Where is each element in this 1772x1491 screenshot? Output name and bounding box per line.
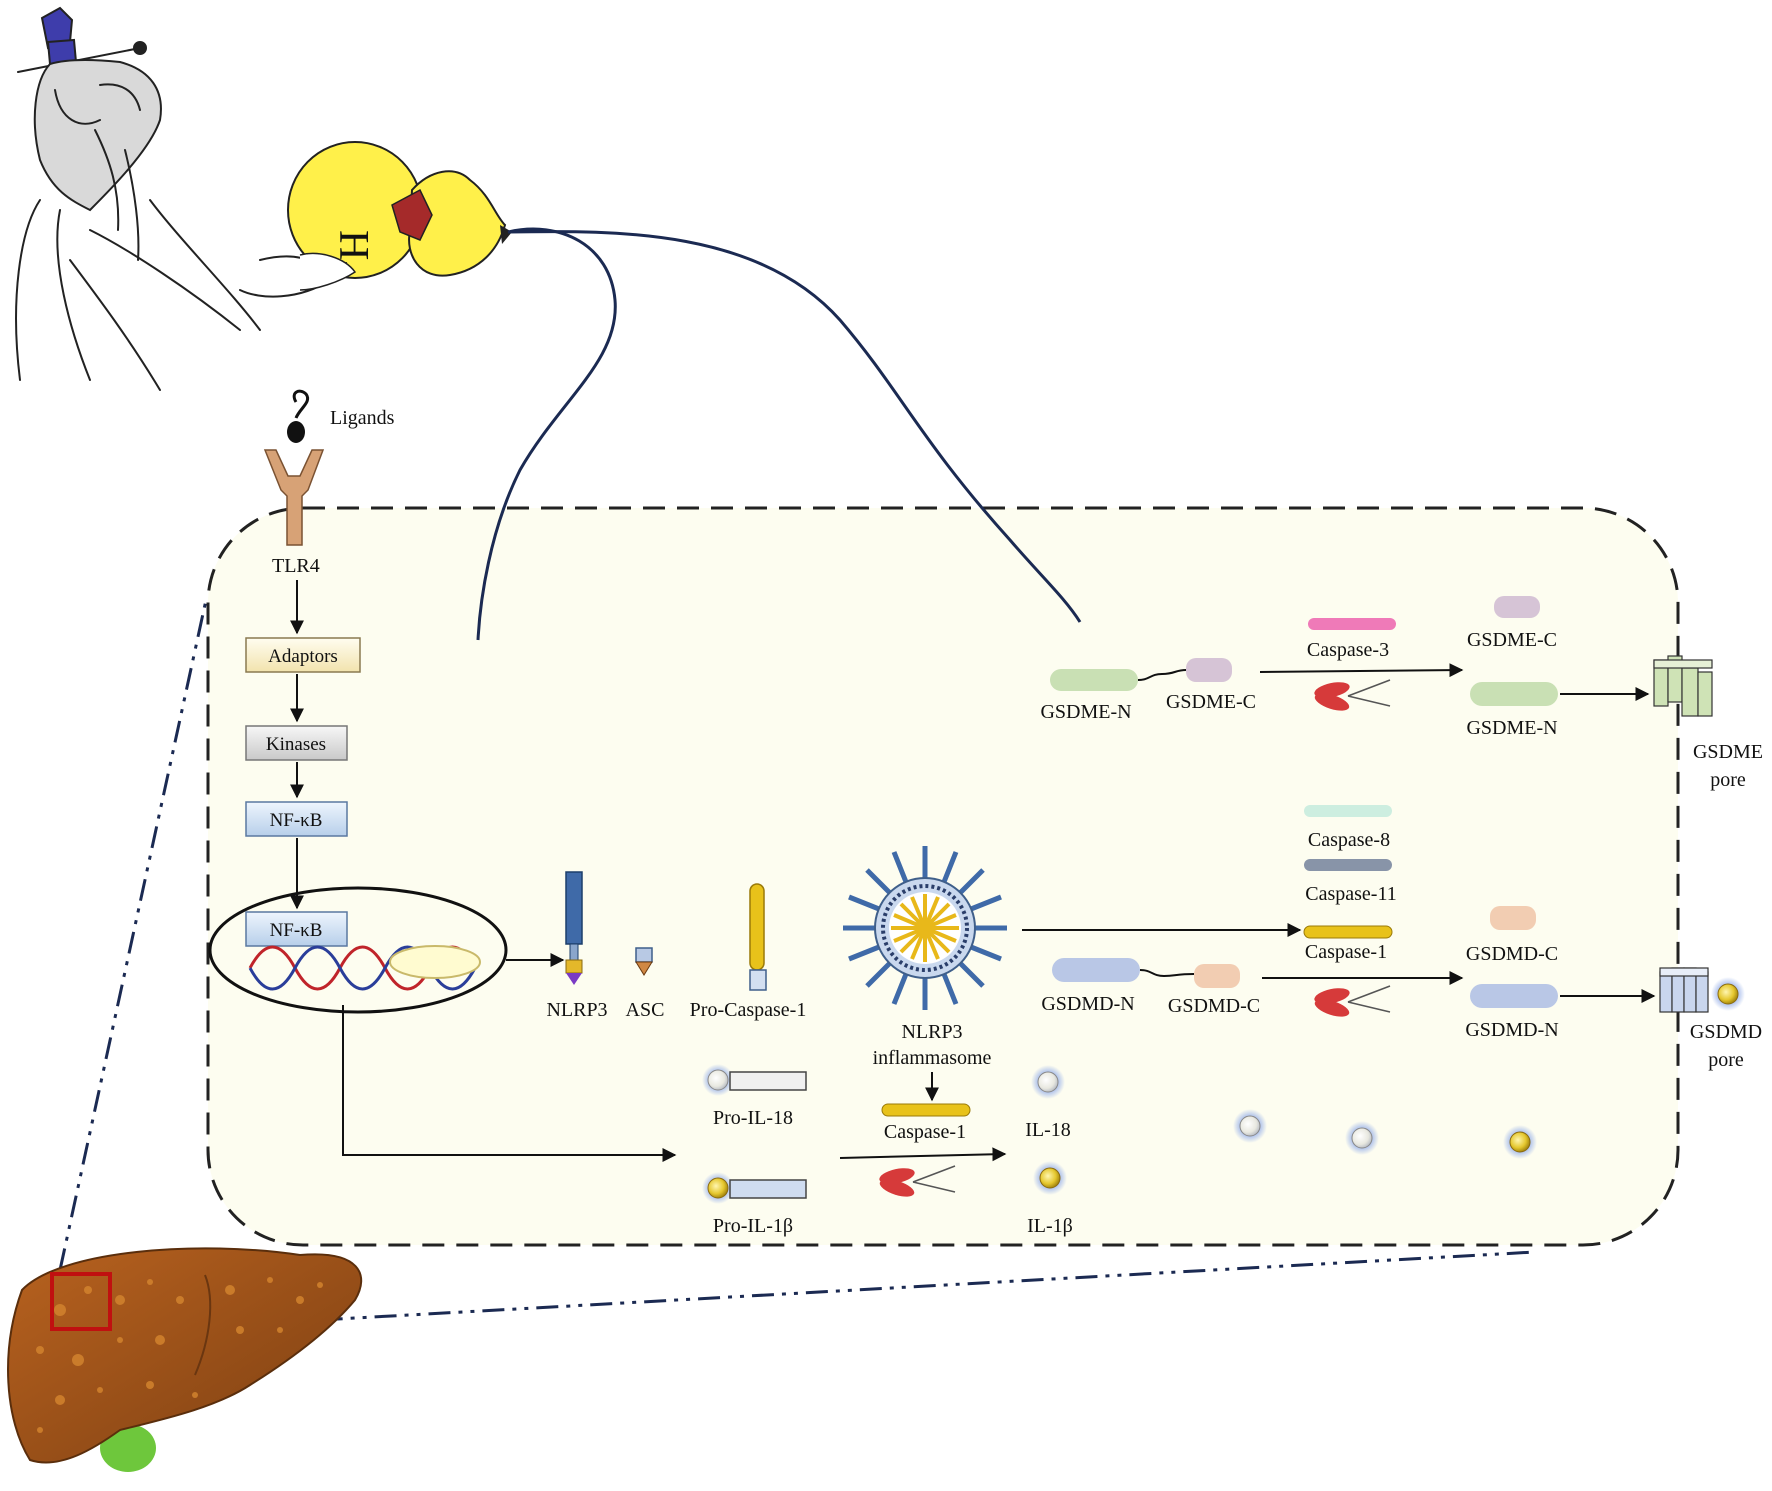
gsdme-c-right-label: GSDME-C [1467, 629, 1557, 651]
released-il18-ball [1239, 1115, 1261, 1137]
pro-caspase1-label: Pro-Caspase-1 [690, 999, 807, 1021]
released-il1b-ball [1717, 983, 1739, 1005]
caspase11-bar [1304, 859, 1392, 871]
caspase1-lower-label: Caspase-1 [884, 1121, 966, 1143]
nfkb-label-2: NF-κB [270, 920, 323, 941]
nlrp3-icon [565, 871, 583, 985]
gsdmd-n-left-bar [1052, 958, 1140, 982]
gsdmd-n-left-label: GSDMD-N [1041, 993, 1134, 1015]
kinases-box [245, 725, 348, 761]
gsdme-c-right-bar [1494, 596, 1540, 618]
h2-delivery-hose [476, 227, 617, 641]
pro-caspase1-icon [749, 883, 767, 991]
nfkb-box-nucleus [245, 911, 348, 947]
gsdme-n-left-bar [1050, 669, 1138, 691]
pro-il1b-bar [729, 1179, 807, 1199]
nfkb-box-cytoplasm [245, 801, 348, 837]
h2-delivery-hose-2 [507, 230, 1082, 623]
gsdmd-pore-icon [1659, 967, 1709, 1013]
liver-icon [7, 1247, 363, 1472]
inflammasome-icon [843, 846, 1007, 1010]
caspase8-bar [1304, 805, 1392, 817]
gsdme-n-left-label: GSDME-N [1040, 701, 1131, 723]
released-il18-ball [1351, 1127, 1373, 1149]
il1b-label: IL-1β [1027, 1215, 1073, 1237]
released-il1b-ball [1509, 1131, 1531, 1153]
il18-label: IL-18 [1025, 1119, 1071, 1141]
cell-boundary [206, 506, 1680, 1247]
asc-label: ASC [626, 999, 665, 1021]
adaptors-box [245, 637, 361, 673]
liver-zoom-box [50, 1272, 112, 1331]
pro-il18-label: Pro-IL-18 [713, 1107, 793, 1129]
caspase1-lower-bar [881, 1103, 971, 1117]
adaptors-label: Adaptors [268, 646, 338, 667]
gsdme-pore-label-2: pore [1710, 769, 1746, 791]
tlr4-label: TLR4 [272, 555, 320, 577]
pro-il18-ball [707, 1069, 729, 1091]
zoom-lines [58, 599, 1536, 1334]
gsdme-c-left-bar [1186, 658, 1232, 682]
asc-icon [635, 947, 653, 976]
kinases-label: Kinases [266, 734, 326, 755]
gsdmd-n-right-label: GSDMD-N [1465, 1019, 1558, 1041]
gsdme-n-right-label: GSDME-N [1466, 717, 1557, 739]
il1b-ball [1039, 1167, 1061, 1189]
gsdmd-pore-label-2: pore [1708, 1049, 1744, 1071]
gsdmd-pore-label-1: GSDMD [1690, 1021, 1762, 1043]
gsdme-pore-label-1: GSDME [1693, 741, 1763, 763]
scissors-icon [879, 1165, 956, 1197]
scissors-icon [1314, 985, 1391, 1017]
sage-figure-icon [15, 6, 332, 391]
gsdme-pore-icon [1653, 655, 1713, 717]
pro-il18-bar [729, 1071, 807, 1091]
ligand-icon [287, 389, 310, 443]
inflammasome-label-2: inflammasome [873, 1047, 992, 1069]
gsdmd-c-right-bar [1490, 906, 1536, 930]
inflammasome-label-1: NLRP3 [901, 1021, 962, 1043]
pro-il1b-label: Pro-IL-1β [713, 1215, 793, 1237]
gsdme-n-right-bar [1470, 682, 1558, 706]
dna-helix-icon [248, 945, 481, 991]
caspase11-label: Caspase-11 [1305, 883, 1396, 905]
nfkb-label-1: NF-κB [270, 810, 323, 831]
gsdmd-c-left-bar [1194, 964, 1240, 988]
caspase8-label: Caspase-8 [1308, 829, 1390, 851]
scissors-icon [1314, 679, 1391, 711]
ligands-label: Ligands [330, 407, 395, 429]
caspase1-upper-label: Caspase-1 [1305, 941, 1387, 963]
caspase3-bar [1308, 618, 1396, 630]
gsdmd-n-right-bar [1470, 984, 1558, 1008]
caspase1-upper-bar [1303, 925, 1393, 939]
gsdmd-c-right-label: GSDMD-C [1466, 943, 1558, 965]
gsdmd-c-left-label: GSDMD-C [1168, 995, 1260, 1017]
gourd-icon: H2 [287, 141, 512, 291]
gsdme-c-left-label: GSDME-C [1166, 691, 1256, 713]
tlr4-receptor-icon [263, 449, 325, 546]
nlrp3-label: NLRP3 [546, 999, 607, 1021]
il18-ball [1037, 1071, 1059, 1093]
pro-il1b-ball [707, 1177, 729, 1199]
nucleus [208, 886, 508, 1014]
caspase3-label: Caspase-3 [1307, 639, 1389, 661]
